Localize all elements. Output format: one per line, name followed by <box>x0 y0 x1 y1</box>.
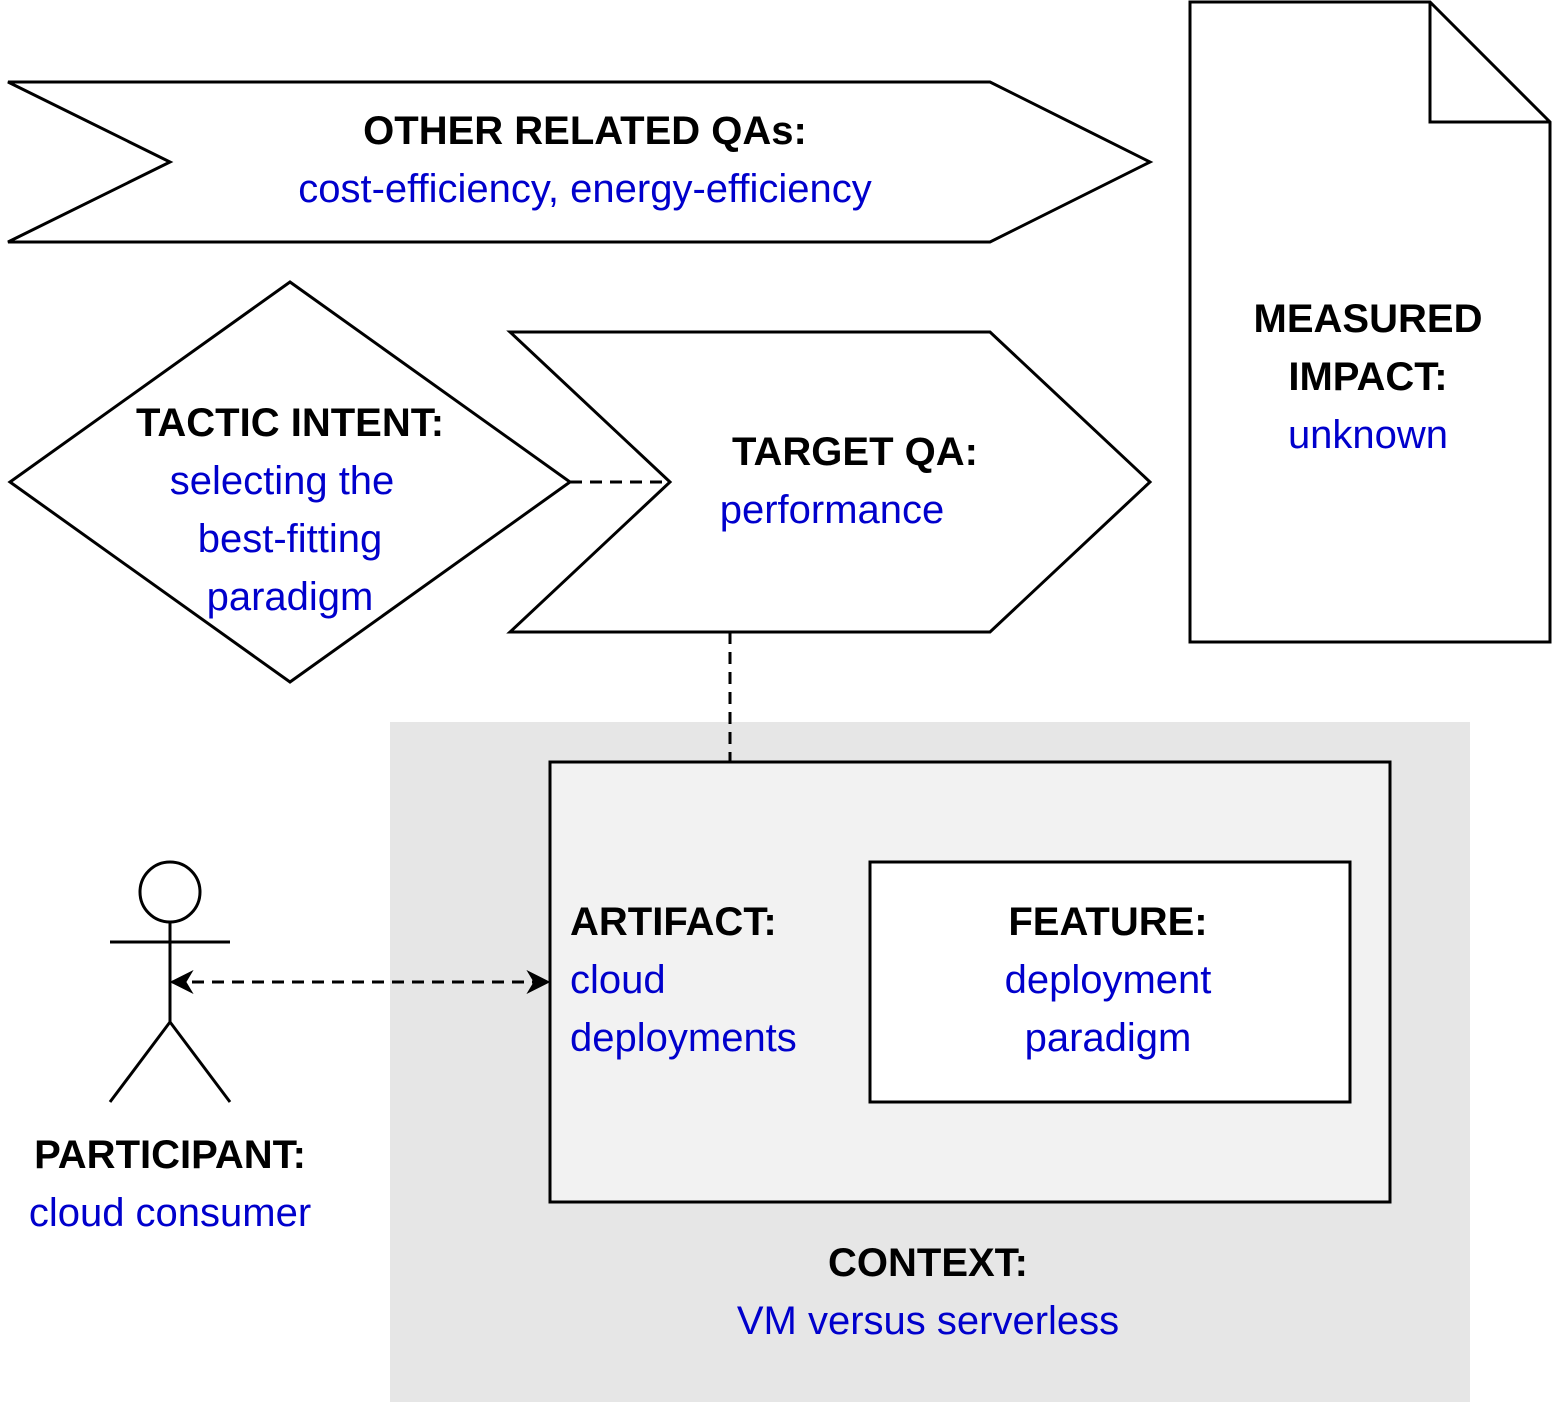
stick-figure-icon <box>108 860 232 1103</box>
participant-text: PARTICIPANT: cloud consumer <box>0 1126 340 1242</box>
measured-impact-value: unknown <box>1287 413 1449 457</box>
other-qas-value: cost-efficiency, energy-efficiency <box>298 167 872 211</box>
artifact-text: ARTIFACT: cloud deployments <box>570 893 860 1067</box>
feature-text: FEATURE: deployment paradigm <box>890 893 1326 1067</box>
measured-impact-document <box>1188 0 1552 644</box>
tactic-intent-text: TACTIC INTENT: selecting the best-fittin… <box>90 394 490 626</box>
measured-impact-label-line1: MEASURED <box>1253 297 1483 341</box>
artifact-label: ARTIFACT: <box>570 900 777 944</box>
context-value: VM versus serverless <box>736 1299 1120 1343</box>
other-qas-text: OTHER RELATED QAs: cost-efficiency, ener… <box>230 102 940 218</box>
artifact-value-line2: deployments <box>570 1016 797 1060</box>
target-qa-value: performance <box>719 488 945 532</box>
target-qa-label: TARGET QA: <box>732 430 978 474</box>
feature-value-line1: deployment <box>1004 958 1212 1002</box>
tactic-intent-value-line3: paradigm <box>206 575 374 619</box>
document-fold <box>1428 2 1550 124</box>
context-text: CONTEXT: VM versus serverless <box>690 1234 1166 1350</box>
target-qa-text: TARGET QA: performance <box>690 423 1020 539</box>
target-qa-chevron <box>506 330 1153 634</box>
participant-value: cloud consumer <box>28 1191 312 1235</box>
feature-box <box>868 860 1352 1104</box>
context-label: CONTEXT: <box>828 1241 1028 1285</box>
feature-value-line2: paradigm <box>1024 1016 1192 1060</box>
other-qas-label: OTHER RELATED QAs: <box>363 109 807 153</box>
tactic-intent-value-line2: best-fitting <box>197 517 383 561</box>
tactic-intent-value-line1: selecting the <box>169 459 395 503</box>
feature-label: FEATURE: <box>1008 900 1208 944</box>
measured-impact-label-line2: IMPACT: <box>1288 355 1448 399</box>
other-qas-banner <box>7 80 1154 244</box>
tactic-intent-diamond <box>7 280 573 684</box>
artifact-value-line1: cloud <box>570 958 666 1002</box>
measured-impact-text: MEASURED IMPACT: unknown <box>1200 290 1536 464</box>
tactic-intent-label: TACTIC INTENT: <box>135 401 445 445</box>
participant-label: PARTICIPANT: <box>34 1133 306 1177</box>
